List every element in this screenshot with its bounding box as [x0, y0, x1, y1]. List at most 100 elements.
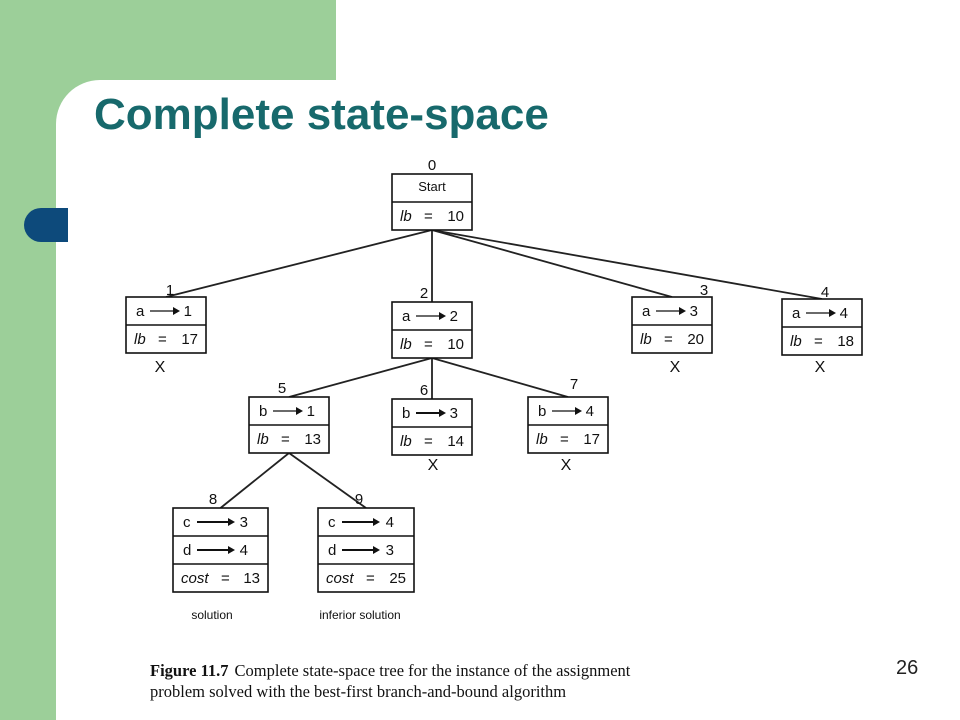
tree-edges [165, 229, 823, 509]
tree-node-8: c 3 d 4 cost = 13 8 solution [172, 491, 269, 622]
node-equals: = [366, 570, 375, 587]
left-accent-bar [0, 0, 56, 720]
caption-label: Figure 11.7 [150, 661, 229, 680]
page-number: 26 [896, 657, 919, 679]
node-number: 5 [278, 380, 286, 397]
node-row-variable: d [328, 542, 336, 559]
node-row-assignment: 3 [240, 514, 248, 531]
tree-edge [288, 452, 367, 509]
node-row-variable: b [259, 403, 267, 420]
node-row-variable: a [136, 303, 145, 320]
node-cost-value: 25 [389, 570, 406, 587]
node-number: 2 [420, 285, 428, 302]
node-number: 1 [166, 282, 174, 299]
node-lb-label: lb [400, 433, 412, 450]
bullet-tab-decoration [24, 208, 68, 242]
node-number: 9 [355, 491, 363, 508]
content-area [56, 140, 960, 720]
node-row-variable: c [183, 514, 191, 531]
node-equals: = [560, 431, 569, 448]
node-note: solution [191, 608, 232, 622]
arrow-icon [679, 307, 686, 315]
tree-node-9: c 4 d 3 cost = 25 9 inferior solution [317, 491, 415, 622]
node-equals: = [424, 208, 433, 225]
figure-caption: Figure 11.7 Complete state-space tree for… [150, 660, 630, 702]
node-lb-label: lb [640, 331, 652, 348]
node-equals: = [814, 333, 823, 350]
arrow-icon [439, 409, 446, 417]
node-lb-value: 14 [447, 433, 464, 450]
caption-text-1: Complete state-space tree for the instan… [234, 661, 631, 680]
node-lb-value: 10 [447, 336, 464, 353]
arrow-icon [439, 312, 446, 320]
pruned-mark: X [561, 457, 572, 474]
node-cost-value: 13 [243, 570, 260, 587]
pruned-mark: X [428, 457, 439, 474]
tree-edge [165, 229, 433, 298]
node-lb-label: lb [257, 431, 269, 448]
node-number: 8 [209, 491, 217, 508]
node-row-assignment: 3 [450, 405, 458, 422]
node-row-assignment: 1 [307, 403, 315, 420]
node-equals: = [158, 331, 167, 348]
tree-node-6: b 3 lb = 14 6X [391, 382, 473, 474]
node-lb-label: lb [536, 431, 548, 448]
caption-line-1: Figure 11.7 Complete state-space tree for… [150, 660, 630, 681]
pruned-mark: X [815, 359, 826, 376]
tree-edge [431, 229, 673, 298]
node-cost-label: cost [181, 570, 209, 587]
arrow-icon [228, 546, 235, 554]
node-start-label: Start [418, 179, 446, 194]
arrow-icon [373, 546, 380, 554]
node-row-variable: a [402, 308, 411, 325]
tree-edge [288, 357, 433, 398]
node-number: 3 [700, 282, 708, 299]
node-number: 0 [428, 157, 436, 174]
node-note: inferior solution [319, 608, 400, 622]
node-row-variable: b [402, 405, 410, 422]
node-equals: = [664, 331, 673, 348]
node-equals: = [281, 431, 290, 448]
node-row-variable: d [183, 542, 191, 559]
tree-edge [219, 452, 290, 509]
node-number: 4 [821, 284, 829, 301]
node-lb-label: lb [134, 331, 146, 348]
arrow-icon [296, 407, 303, 415]
node-row-assignment: 2 [450, 308, 458, 325]
caption-line-2: problem solved with the best-first branc… [150, 682, 567, 701]
node-row-assignment: 4 [586, 403, 594, 420]
node-lb-value: 10 [447, 208, 464, 225]
node-row-assignment: 4 [240, 542, 248, 559]
node-lb-value: 17 [181, 331, 198, 348]
node-equals: = [424, 433, 433, 450]
top-accent-block [0, 0, 336, 80]
node-row-variable: b [538, 403, 546, 420]
node-equals: = [221, 570, 230, 587]
node-row-variable: a [642, 303, 651, 320]
node-row-variable: c [328, 514, 336, 531]
tree-edge [431, 229, 823, 300]
node-lb-label: lb [400, 208, 412, 225]
node-equals: = [424, 336, 433, 353]
node-row-assignment: 3 [386, 542, 394, 559]
node-lb-value: 20 [687, 331, 704, 348]
arrow-icon [373, 518, 380, 526]
node-lb-label: lb [790, 333, 802, 350]
slide-title: Complete state-space [94, 90, 549, 139]
node-row-assignment: 4 [386, 514, 394, 531]
arrow-icon [228, 518, 235, 526]
node-number: 7 [570, 376, 578, 393]
arrow-icon [173, 307, 180, 315]
node-number: 6 [420, 382, 428, 399]
arrow-icon [575, 407, 582, 415]
node-cost-label: cost [326, 570, 354, 587]
node-lb-value: 13 [304, 431, 321, 448]
pruned-mark: X [155, 359, 166, 376]
node-row-assignment: 3 [690, 303, 698, 320]
